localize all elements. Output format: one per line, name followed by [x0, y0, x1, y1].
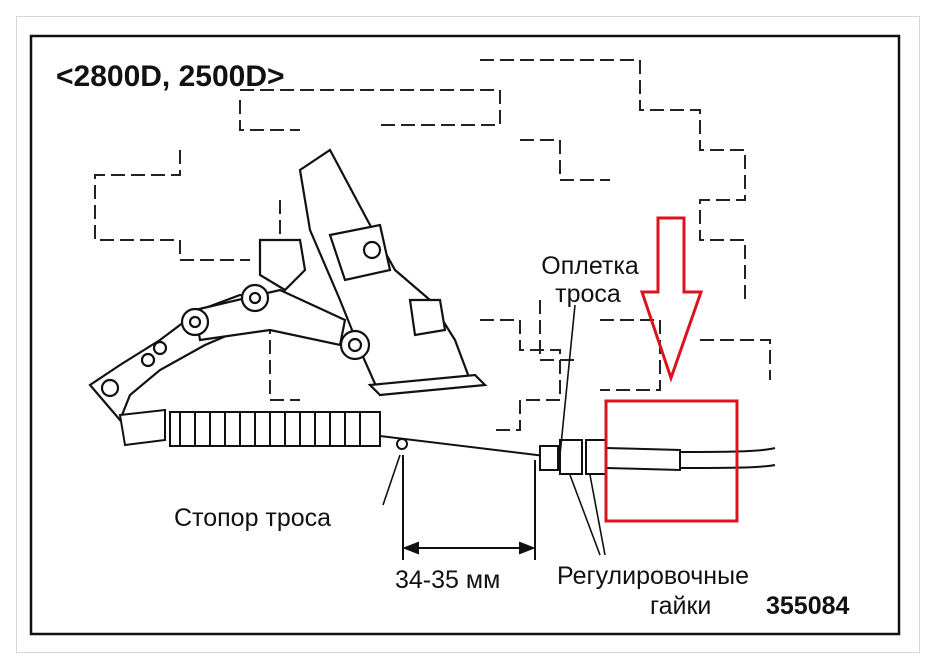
- gap-dimension-label: 34-35 мм: [395, 566, 500, 594]
- cable-stopper-label: Стопор троса: [174, 504, 331, 532]
- cable-bellows: [118, 408, 381, 447]
- inner-cable-wire: [379, 435, 546, 457]
- down-arrow-icon: [639, 216, 704, 383]
- illustration-border: [29, 34, 901, 636]
- highlight-annotation: [604, 216, 739, 523]
- leader-lines: [382, 304, 606, 556]
- figure-code: 355084: [766, 592, 850, 620]
- gap-dimension-lines: [402, 455, 536, 560]
- diagram-title: <2800D, 2500D>: [56, 60, 285, 93]
- adjusting-nuts: [539, 439, 607, 475]
- cable-sheath: [605, 447, 776, 472]
- cable-stopper: [396, 438, 408, 450]
- adjusting-nuts-label-2: гайки: [650, 592, 711, 620]
- adjusting-nuts-label: Регулировочные: [557, 562, 749, 590]
- cable-sheath-label: Оплетка: [541, 252, 639, 280]
- engine-outline: [94, 59, 771, 431]
- throttle-linkage: [88, 148, 488, 423]
- cable-sheath-label-2: троса: [555, 280, 621, 308]
- highlight-box: [604, 399, 739, 523]
